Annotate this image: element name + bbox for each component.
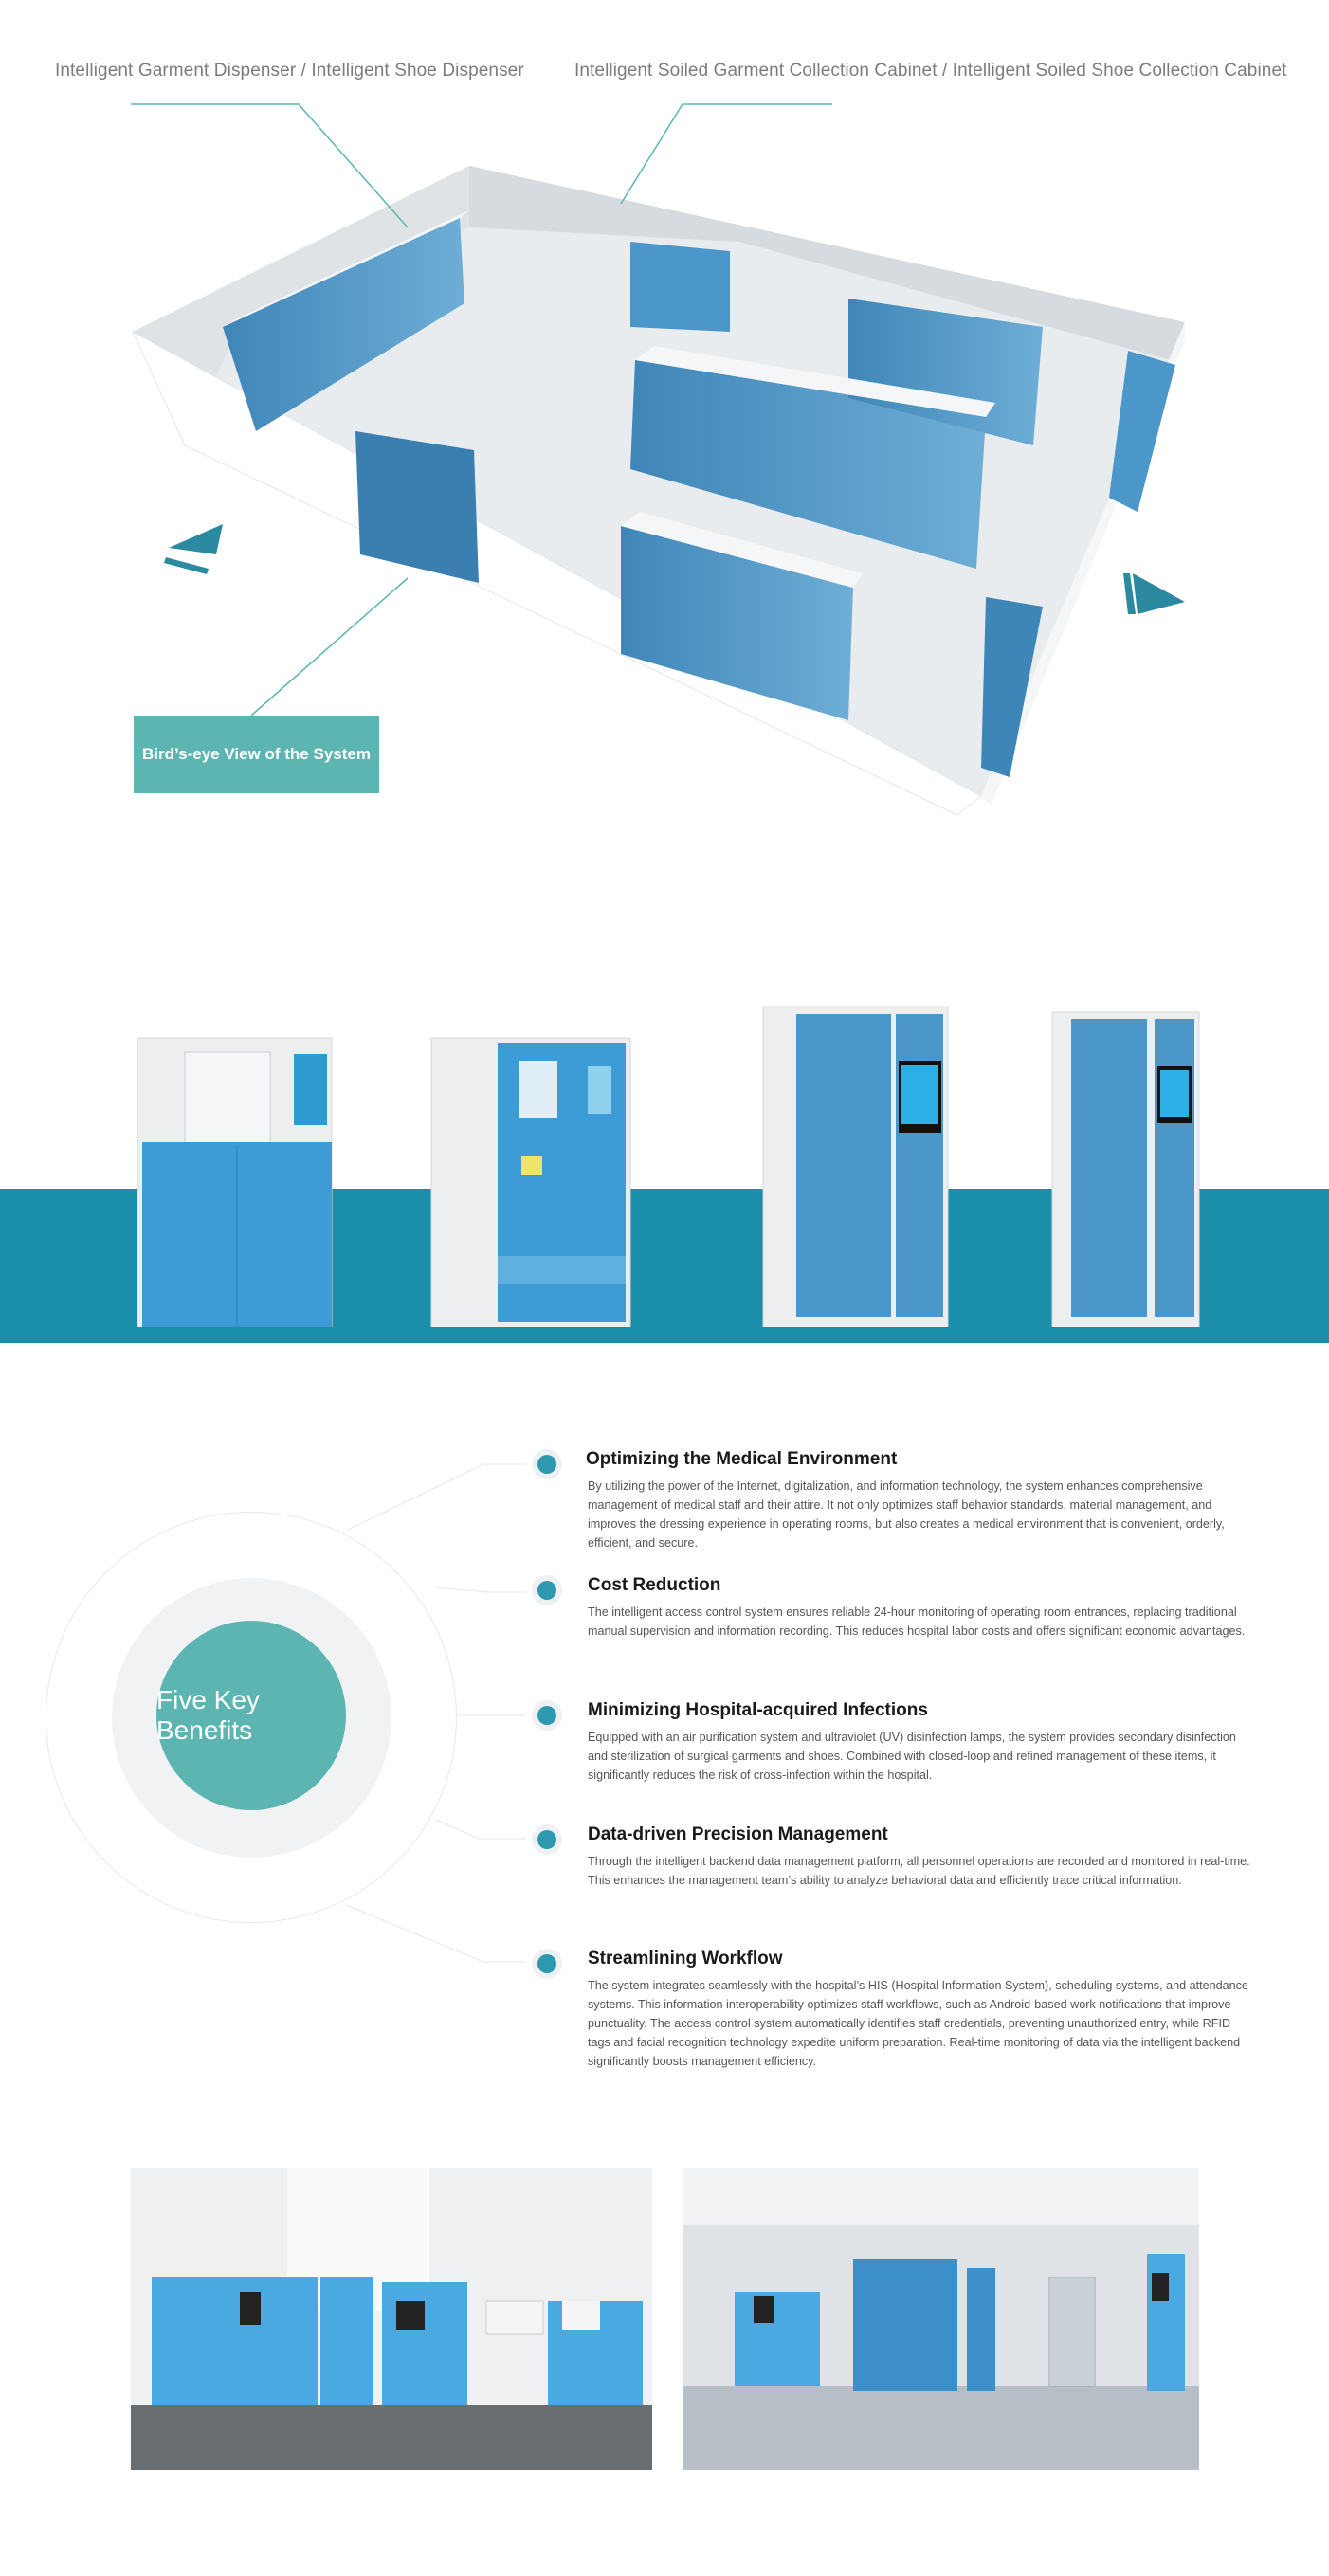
benefit-text-3: Equipped with an air purification system…: [588, 1731, 1236, 1782]
product-shoe-collection-cabinet: [1051, 1011, 1200, 1327]
cabinet-back: [630, 242, 730, 332]
arrow-left-icon: [169, 524, 223, 554]
cabinet-row-back-left: [223, 218, 464, 431]
benefit-title-3: Minimizing Hospital-acquired Infections: [588, 1700, 928, 1720]
benefit-text-1: By utilizing the power of the Internet, …: [588, 1479, 1225, 1550]
benefit-title-1: Optimizing the Medical Environment: [586, 1449, 898, 1469]
callout-line-birds-eye: [250, 577, 409, 717]
benefit-text-4: Through the intelligent backend data man…: [588, 1855, 1250, 1887]
cabinet-front-right: [981, 597, 1043, 777]
benefit-bullet-2: [537, 1581, 556, 1600]
cabinet-row-left: [355, 431, 479, 583]
benefit-bullet-4: [537, 1830, 556, 1849]
arrow-right-icon: [1133, 573, 1185, 614]
cabinet-row-center: [630, 360, 986, 569]
benefits-outer-ring: [46, 1512, 457, 1923]
product-lineup-illustration: [137, 1006, 1200, 1327]
photo-room-installation: [683, 2168, 1199, 2470]
callout-collection: Intelligent Soiled Garment Collection Ca…: [574, 61, 1287, 81]
cabinet-far-right: [1109, 351, 1175, 512]
benefit-text-5: The system integrates seamlessly with th…: [588, 1979, 1248, 2068]
benefits-connectors: [345, 1463, 526, 1963]
room-back-wall-right: [469, 166, 1185, 360]
product-collection-cabinet: [762, 1006, 949, 1327]
birds-eye-tag: Bird’s-eye View of the System: [134, 716, 379, 793]
benefits-title: Five Key Benefits: [156, 1621, 346, 1810]
birds-eye-illustration: [131, 103, 1185, 816]
product-shoe-dispenser: [430, 1037, 631, 1327]
benefit-title-4: Data-driven Precision Management: [588, 1824, 888, 1844]
cabinet-row-front: [621, 526, 853, 720]
benefit-bullet-3: [537, 1706, 556, 1725]
benefit-title-5: Streamlining Workflow: [588, 1949, 783, 1968]
benefit-title-2: Cost Reduction: [588, 1575, 721, 1595]
callout-line-collection: [620, 103, 832, 205]
cabinet-row-right: [848, 299, 1043, 445]
benefit-text-2: The intelligent access control system en…: [588, 1605, 1246, 1638]
product-garment-dispenser: [137, 1037, 333, 1327]
callout-line-dispenser: [131, 103, 409, 228]
benefit-bullet-5: [537, 1954, 556, 1973]
callout-dispenser: Intelligent Garment Dispenser / Intellig…: [55, 61, 524, 81]
benefit-bullet-1: [537, 1455, 556, 1474]
photo-product-lineup: [131, 2168, 652, 2470]
